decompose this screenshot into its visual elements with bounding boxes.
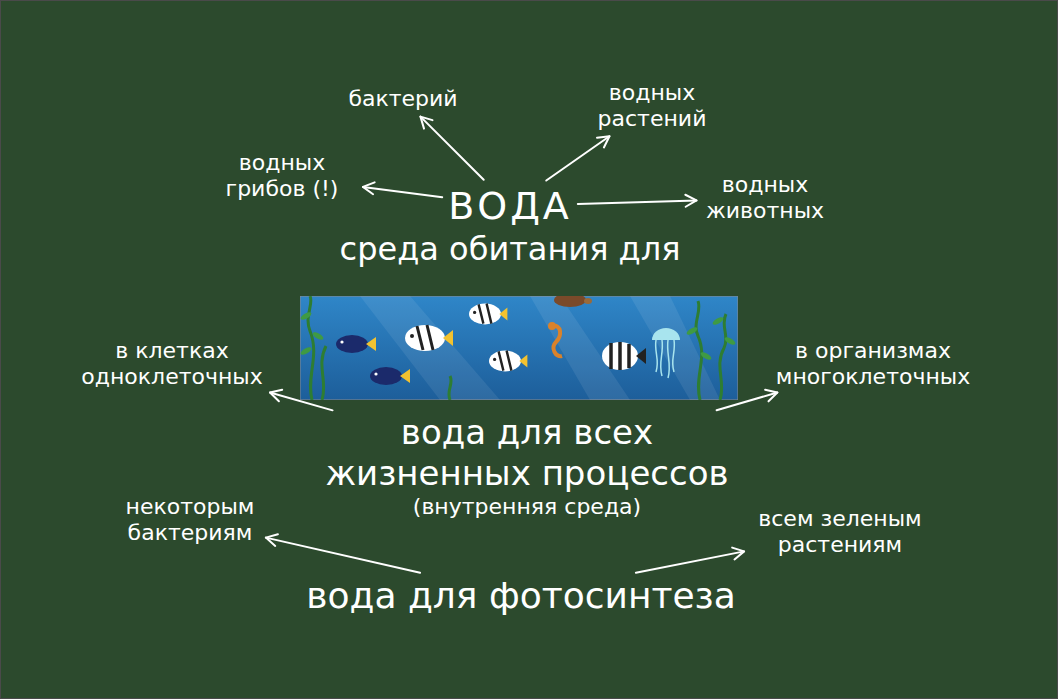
node-text: всем зеленым растениям — [750, 506, 930, 559]
text-node: некоторым бактериям — [120, 494, 260, 547]
arrow-line — [578, 200, 697, 204]
seahorse — [548, 322, 562, 356]
arrow-head — [266, 534, 278, 546]
text-node: ВОДАсреда обитания для — [340, 184, 681, 268]
arrow-connector — [363, 182, 442, 197]
node-text: некоторым бактериям — [120, 494, 260, 547]
seaweed — [308, 296, 726, 400]
arrow-line — [363, 187, 442, 197]
node-text: вода для фотосинтеза — [306, 574, 736, 617]
water-background — [300, 296, 738, 400]
butterfly-fish — [405, 304, 646, 372]
light-rays — [360, 296, 720, 400]
text-node: всем зеленым растениям — [750, 506, 930, 559]
arrow-connector — [636, 548, 744, 573]
arrow-connector — [266, 534, 420, 572]
node-text: в клетках одноклеточных — [80, 338, 265, 391]
text-node: вода для всех жизненных процессов(внутре… — [312, 412, 742, 520]
arrow-head — [420, 117, 432, 129]
arrow-line — [546, 136, 609, 180]
node-text: бактерий — [348, 86, 457, 112]
arrow-connector — [578, 195, 697, 207]
arrow-head — [732, 548, 744, 560]
arrow-connector — [546, 136, 609, 180]
seaweed-leaves — [300, 311, 736, 361]
node-text: вода для всех жизненных процессов — [312, 412, 742, 494]
text-node: водных растений — [590, 80, 715, 133]
node-subtext: среда обитания для — [340, 230, 681, 268]
arrow-connector — [717, 390, 778, 410]
text-node: водных животных — [703, 172, 828, 225]
turtle — [554, 296, 592, 307]
node-text: ВОДА — [340, 184, 681, 230]
blue-tang-fish — [336, 335, 410, 385]
text-node: вода для фотосинтеза — [306, 574, 736, 617]
text-node: в организмах многоклеточных — [773, 338, 973, 391]
arrow-head — [685, 195, 696, 207]
text-node: водных грибов (!) — [207, 150, 357, 203]
aquarium-illustration — [300, 296, 738, 400]
node-text: в организмах многоклеточных — [773, 338, 973, 391]
node-subtext: (внутренняя среда) — [312, 494, 742, 520]
arrow-head — [363, 182, 375, 194]
node-text: водных животных — [703, 172, 828, 225]
text-node: бактерий — [348, 86, 457, 112]
arrow-line — [266, 538, 420, 573]
arrow-head — [270, 390, 282, 402]
node-text: водных грибов (!) — [207, 150, 357, 203]
jellyfish — [652, 328, 680, 378]
arrow-line — [636, 551, 744, 572]
arrow-connector — [420, 117, 483, 180]
arrow-connector — [270, 390, 333, 411]
arrow-line — [420, 117, 483, 180]
text-node: в клетках одноклеточных — [80, 338, 265, 391]
arrow-head — [765, 390, 777, 402]
node-text: водных растений — [590, 80, 715, 133]
arrow-head — [597, 136, 609, 147]
